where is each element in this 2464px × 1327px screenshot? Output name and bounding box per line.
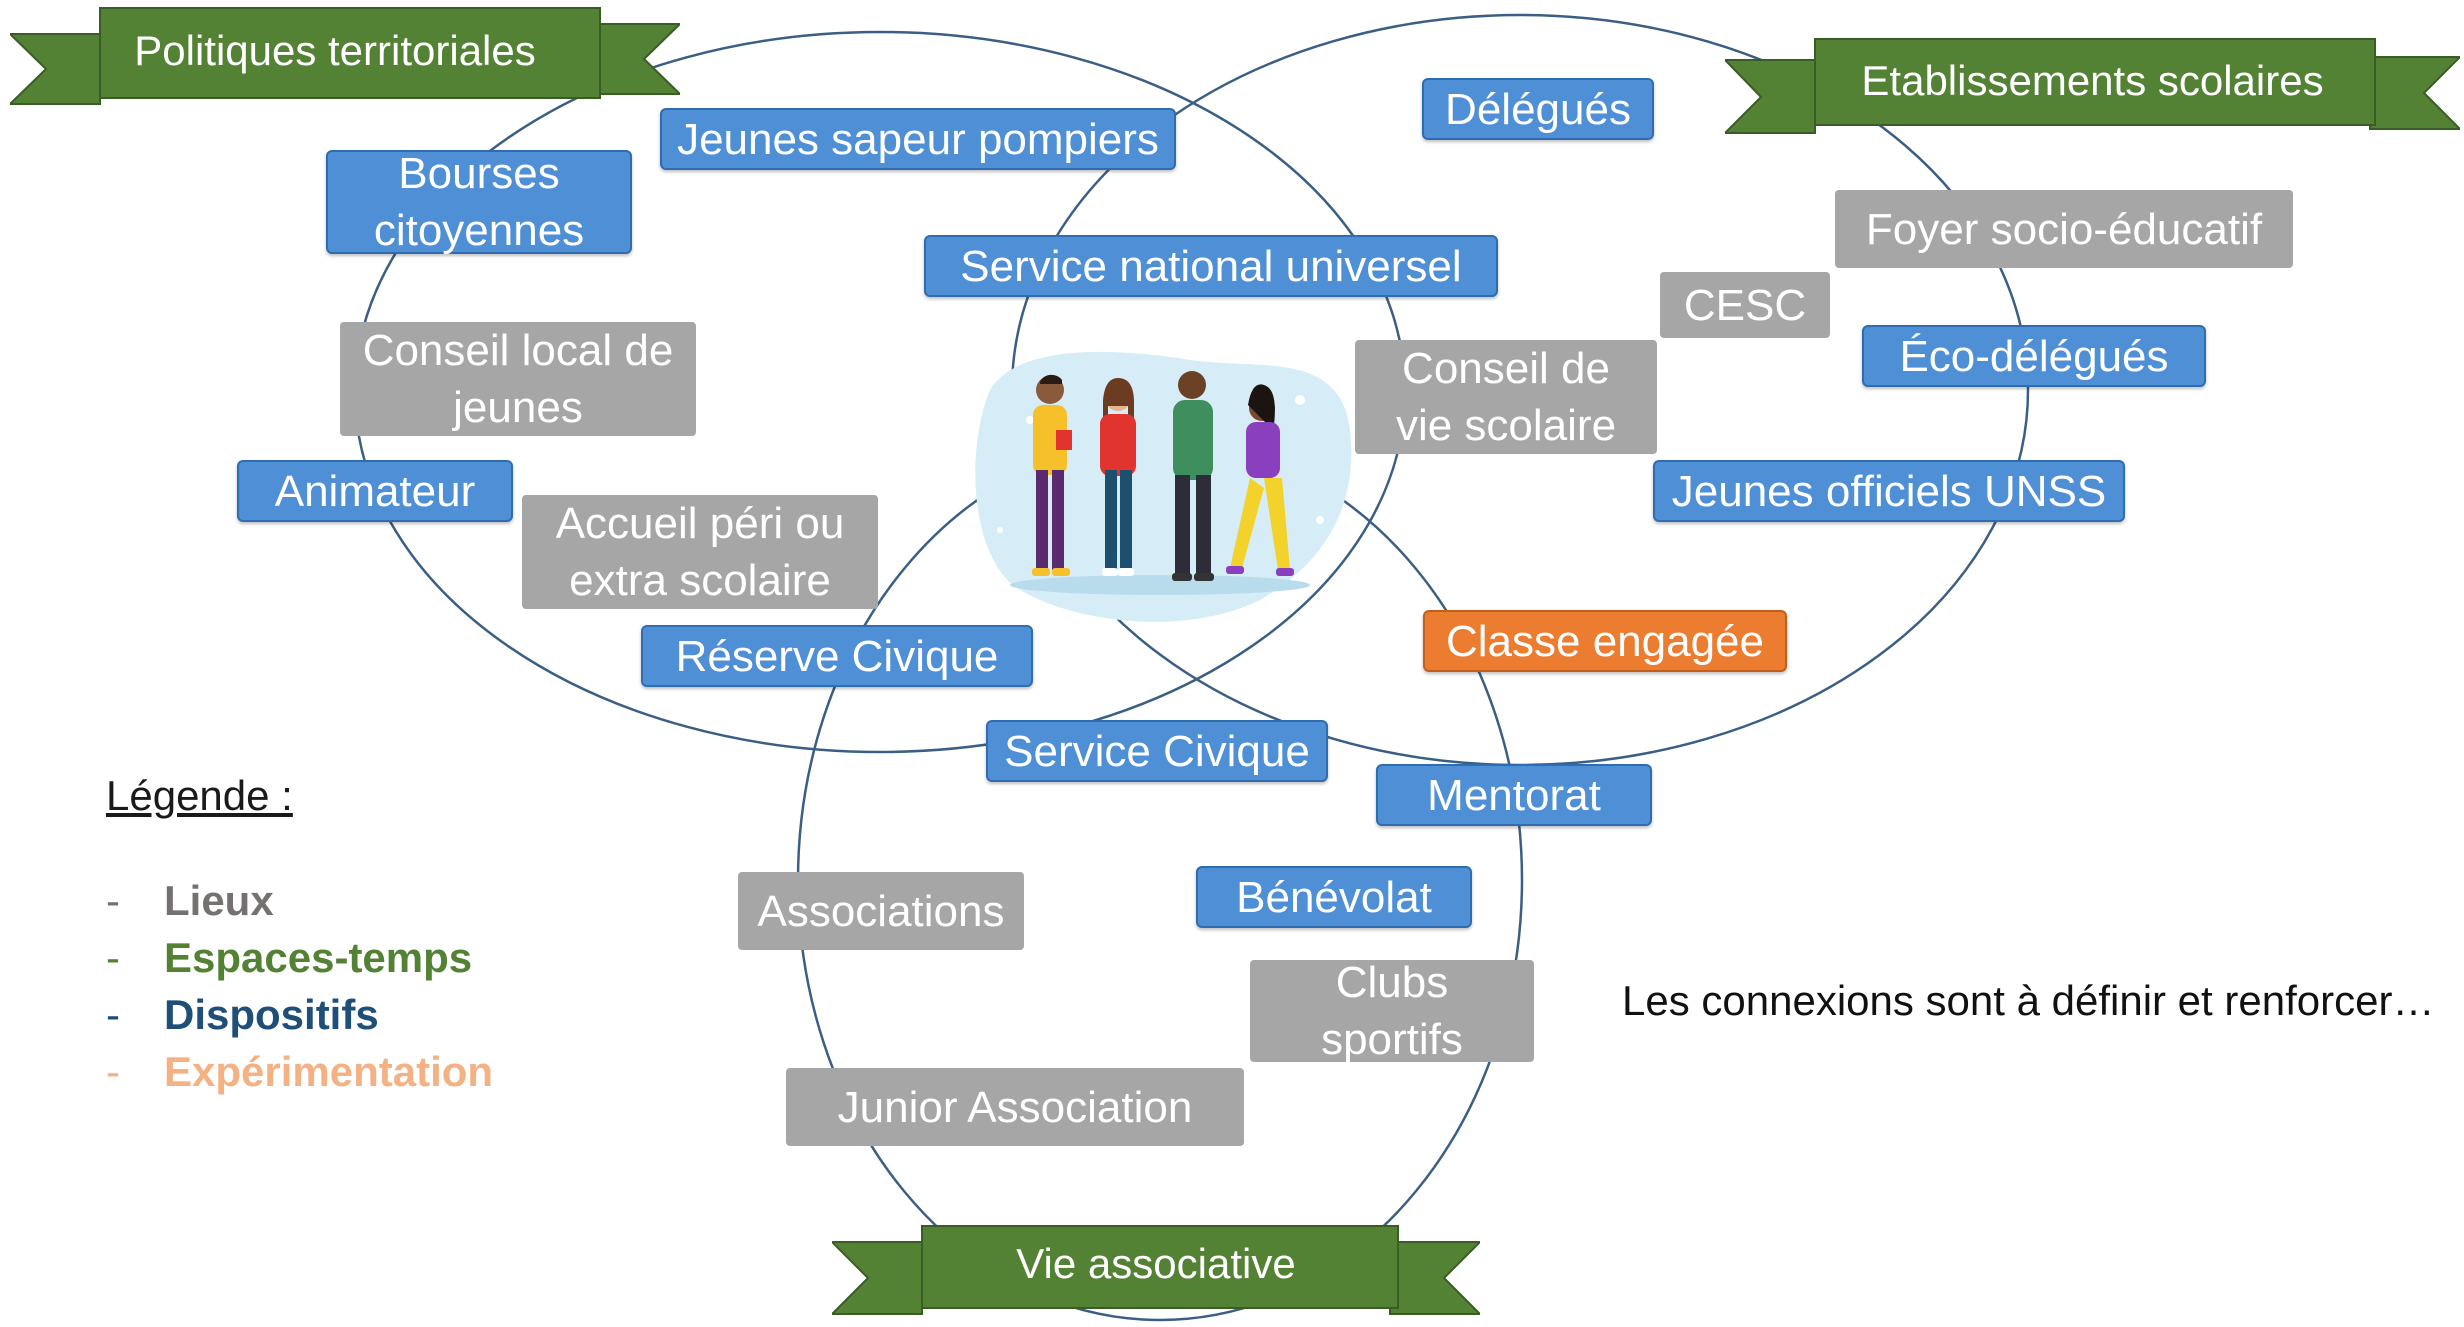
legend-label: Expérimentation — [164, 1047, 494, 1095]
node-classe-engagee: Classe engagée — [1423, 610, 1787, 672]
space-label: Vie associative — [832, 1222, 1480, 1306]
node-label: CESC — [1683, 280, 1807, 330]
node-label: Jeunes officiels UNSS — [1671, 466, 2107, 516]
node-conseil-local-de-jeunes: Conseil local de jeunes — [340, 322, 696, 436]
node-label: Jeunes sapeur pompiers — [677, 114, 1159, 164]
space-label: Etablissements scolaires — [1725, 35, 2460, 127]
node-bourses-citoyennes: Bourses citoyennes — [326, 149, 632, 255]
node-label: Réserve Civique — [675, 631, 999, 681]
connections-note: Les connexions sont à définir et renforc… — [1622, 977, 2435, 1024]
legend-item-espaces-temps: -Espaces-temps — [106, 929, 493, 986]
legend-label: Lieux — [164, 876, 274, 924]
legend-dash: - — [106, 1047, 120, 1095]
space-title-etablissements: Etablissements scolaires — [1861, 57, 2324, 104]
space-title-politiques: Politiques territoriales — [134, 27, 536, 74]
node-reserve-civique: Réserve Civique — [641, 625, 1033, 687]
legend-item-dispositifs: -Dispositifs — [106, 986, 493, 1043]
legend: Légende : -Lieux -Espaces-temps -Disposi… — [106, 772, 493, 1100]
node-label: Mentorat — [1427, 770, 1601, 820]
legend-dash: - — [106, 933, 120, 981]
space-ribbon-vie-associative: Vie associative — [829, 1222, 1483, 1322]
node-label: Accueil péri ou extra scolaire — [555, 499, 845, 605]
legend-item-experimentation: -Expérimentation — [106, 1043, 493, 1100]
node-clubs-sportifs: Clubs sportifs — [1250, 958, 1534, 1064]
node-label: Animateur — [274, 466, 476, 516]
node-label: Conseil de vie scolaire — [1395, 344, 1617, 450]
legend-label: Dispositifs — [164, 990, 379, 1038]
node-label: Conseil local de jeunes — [362, 326, 674, 432]
legend-dash: - — [106, 990, 120, 1038]
node-conseil-de-vie-scolaire: Conseil de vie scolaire — [1355, 340, 1657, 454]
space-title-vie-associative: Vie associative — [1016, 1240, 1296, 1287]
legend-title: Légende : — [106, 772, 293, 819]
node-animateur: Animateur — [237, 460, 513, 522]
node-label: Bourses citoyennes — [373, 149, 585, 255]
space-label: Politiques territoriales — [10, 4, 660, 98]
node-label: Associations — [757, 886, 1005, 936]
node-label: Classe engagée — [1445, 616, 1764, 666]
node-label: Foyer socio-éducatif — [1865, 204, 2263, 254]
node-cesc: CESC — [1660, 272, 1830, 338]
node-label: Éco-délégués — [1899, 331, 2169, 381]
node-service-national-universel: Service national universel — [924, 235, 1498, 297]
young-people-illustration — [975, 351, 1352, 622]
space-ribbon-etablissements-scolaires: Etablissements scolaires — [1722, 35, 2463, 139]
space-ribbon-politiques-territoriales: Politiques territoriales — [7, 4, 683, 108]
legend-dash: - — [106, 876, 120, 924]
node-label: Délégués — [1445, 84, 1631, 134]
node-jeunes-sapeur-pompiers: Jeunes sapeur pompiers — [660, 108, 1176, 170]
node-associations: Associations — [738, 872, 1024, 950]
legend-label: Espaces-temps — [164, 933, 473, 981]
node-eco-delegues: Éco-délégués — [1862, 325, 2206, 387]
node-label: Bénévolat — [1236, 872, 1432, 922]
node-label: Junior Association — [837, 1082, 1193, 1132]
node-accueil-peri-extra-scolaire: Accueil péri ou extra scolaire — [522, 495, 878, 609]
node-mentorat: Mentorat — [1376, 764, 1652, 826]
node-label: Service national universel — [960, 241, 1462, 291]
node-junior-association: Junior Association — [786, 1068, 1244, 1146]
node-benevolat: Bénévolat — [1196, 866, 1472, 928]
node-foyer-socio-educatif: Foyer socio-éducatif — [1835, 190, 2293, 268]
node-label: Service Civique — [1004, 726, 1310, 776]
node-service-civique: Service Civique — [986, 720, 1328, 782]
node-label: Clubs sportifs — [1321, 958, 1463, 1064]
node-delegues: Délégués — [1422, 78, 1654, 140]
legend-item-lieux: -Lieux — [106, 872, 493, 929]
node-jeunes-officiels-unss: Jeunes officiels UNSS — [1653, 460, 2125, 522]
